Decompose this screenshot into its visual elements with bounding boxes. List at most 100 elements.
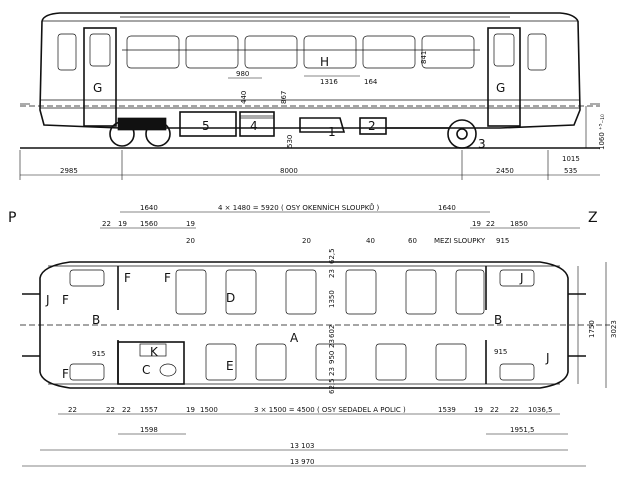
plan-body-outline [39,261,569,389]
dim-602: 602 [328,325,336,338]
dim-40: 40 [366,237,375,245]
seat-top-2 [225,269,257,315]
seat-top-6 [455,269,485,315]
room-J3: J [545,351,550,365]
dim-1060: 1060 ⁺⁵₋₁₀ [598,114,606,150]
cab-seat-left-bottom [69,363,105,381]
label-5: 5 [202,119,210,133]
side-window-6 [421,35,475,69]
dim-13103: 13 103 [290,442,315,450]
dim-1015: 1015 [562,155,580,163]
dim-1539: 1539 [438,406,456,414]
right-door-window [493,33,515,67]
dim-535: 535 [564,167,577,175]
seat-top-3 [285,269,317,315]
dim-seat-spacing: 3 × 1500 = 4500 ( OSY SEDADEL A POLIC ) [254,406,406,414]
side-view: G G H 5 4 1 2 3 980 440 867 1316 164 841… [19,12,606,180]
dim-20a: 20 [186,237,195,245]
toilet-bowl [159,363,177,377]
box-2 [359,117,387,135]
dim-440: 440 [240,91,248,104]
dim-1560: 1560 [140,220,158,228]
dim-915b: 915 [92,350,105,358]
dim-22d: 22 [106,406,115,414]
dim-19c: 19 [472,220,481,228]
side-window-5 [362,35,416,69]
label-1: 1 [328,125,336,139]
left-bogie-frame [117,117,167,131]
body-outline [39,20,581,129]
box-4 [239,111,275,137]
side-window-3 [244,35,298,69]
seat-top-5 [405,269,437,315]
left-cab-window [57,33,77,71]
room-A: A [290,331,299,345]
dim-8000: 8000 [280,167,298,175]
dim-1316: 1316 [320,78,338,86]
side-window-2 [185,35,239,69]
dim-22e: 22 [122,406,131,414]
seat-bottom-5 [435,343,467,381]
room-D: D [226,291,235,305]
cab-seat-right-top [499,269,535,287]
room-F4: F [62,367,69,381]
dim-1750: 1750 [588,320,596,338]
cab-seat-left-top [69,269,105,287]
dim-23a: 23 [328,269,336,278]
dim-1598: 1598 [140,426,158,434]
room-K: K [150,345,159,359]
dim-1640a: 1640 [140,204,158,212]
end-Z: Z [588,210,598,226]
left-door [83,27,117,127]
label-G-right: G [496,81,505,95]
dim-window-spacing: 4 × 1480 = 5920 ( OSY OKENNÍCH SLOUPKŮ ) [218,203,379,212]
left-door-window [89,33,111,67]
dim-20b: 20 [302,237,311,245]
room-F3: F [62,293,69,307]
engine-1 [299,117,346,133]
dim-13970: 13 970 [290,458,315,466]
box-4-hatch [239,115,275,119]
dim-867: 867 [280,91,288,104]
right-door [487,27,521,127]
label-4: 4 [250,119,258,133]
dim-62-5b: 62,5 [328,378,336,394]
seat-top-4 [345,269,377,315]
label-3: 3 [478,137,486,151]
toilet-room [117,341,185,385]
room-C: C [142,363,150,377]
dim-915a: 915 [496,237,509,245]
end-P: P [8,210,16,226]
room-F1: F [124,271,131,285]
dim-1557: 1557 [140,406,158,414]
dim-164: 164 [364,78,378,86]
side-window-4 [303,35,357,69]
dim-19a: 19 [118,220,127,228]
cab-seat-right-bottom [499,363,535,381]
dim-1036-5: 1036,5 [528,406,553,414]
dim-19e: 19 [474,406,483,414]
pillars-label: MEZI SLOUPKY [434,237,486,245]
seat-top-1 [175,269,207,315]
dim-22b: 22 [486,220,495,228]
dim-980: 980 [236,70,249,78]
dim-22a: 22 [102,220,111,228]
room-B-right: B [494,313,502,327]
room-E: E [226,359,234,373]
label-2: 2 [368,119,376,133]
box-5 [179,111,237,137]
dim-23b: 23 [328,339,336,348]
seat-bottom-2 [255,343,287,381]
dim-62-5a: 62,5 [328,248,336,264]
dim-60: 60 [408,237,417,245]
wheel-right-hub [456,128,468,140]
dim-1640b: 1640 [438,204,456,212]
room-F2: F [164,271,171,285]
right-cab-window [527,33,547,71]
dim-22c: 22 [68,406,77,414]
room-B-left: B [92,313,100,327]
seat-bottom-1 [205,343,237,381]
dim-1951-5: 1951,5 [510,426,535,434]
